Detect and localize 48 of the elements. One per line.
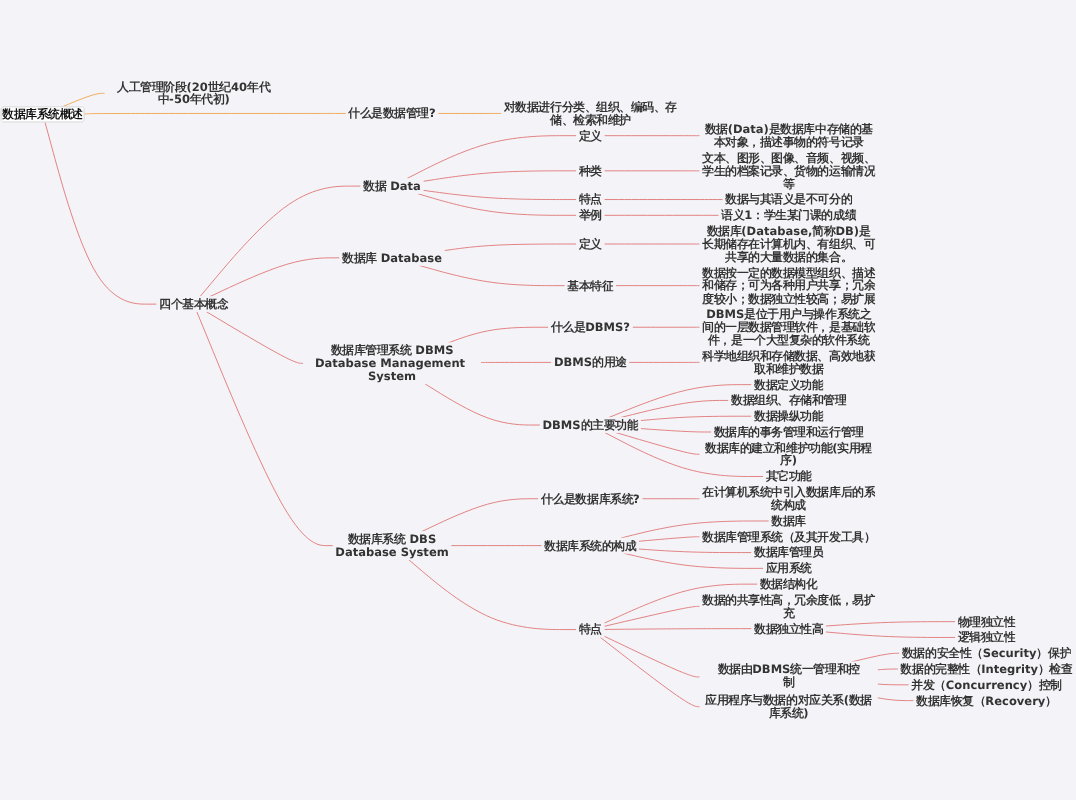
connector <box>44 121 158 305</box>
connector <box>640 428 712 433</box>
connector <box>206 311 304 364</box>
connector <box>623 552 764 569</box>
connector <box>408 559 577 630</box>
connector <box>422 189 577 200</box>
connector <box>628 361 701 363</box>
connector <box>61 92 106 108</box>
connector <box>603 628 753 630</box>
connector <box>603 583 758 624</box>
connector <box>196 311 334 547</box>
connector <box>640 415 753 421</box>
connector <box>615 285 701 287</box>
connector <box>603 170 701 172</box>
connector <box>603 243 701 245</box>
connector <box>638 548 753 553</box>
connector <box>599 636 701 708</box>
connector <box>603 635 701 678</box>
connector <box>422 170 577 182</box>
connector <box>450 545 543 547</box>
connector <box>615 432 701 455</box>
connector <box>603 135 701 137</box>
connector <box>638 536 701 542</box>
connector <box>199 185 362 297</box>
connector <box>421 498 539 532</box>
connector <box>603 605 701 627</box>
connector <box>448 326 549 344</box>
connector <box>608 384 753 418</box>
connector <box>877 683 910 686</box>
connector <box>825 621 956 627</box>
connector <box>620 520 770 539</box>
connector <box>641 498 701 500</box>
connector <box>417 193 577 216</box>
connector <box>631 326 701 328</box>
connector <box>443 243 577 251</box>
connector <box>437 113 502 114</box>
connector <box>877 668 899 671</box>
connector <box>480 361 553 363</box>
connector <box>620 400 730 418</box>
connector <box>604 432 764 477</box>
connector <box>603 199 724 200</box>
connector <box>418 265 566 287</box>
connector <box>209 257 341 297</box>
connector <box>603 214 720 216</box>
connector <box>84 113 347 115</box>
connector <box>825 631 956 638</box>
connector <box>406 135 577 179</box>
connector <box>424 383 541 426</box>
